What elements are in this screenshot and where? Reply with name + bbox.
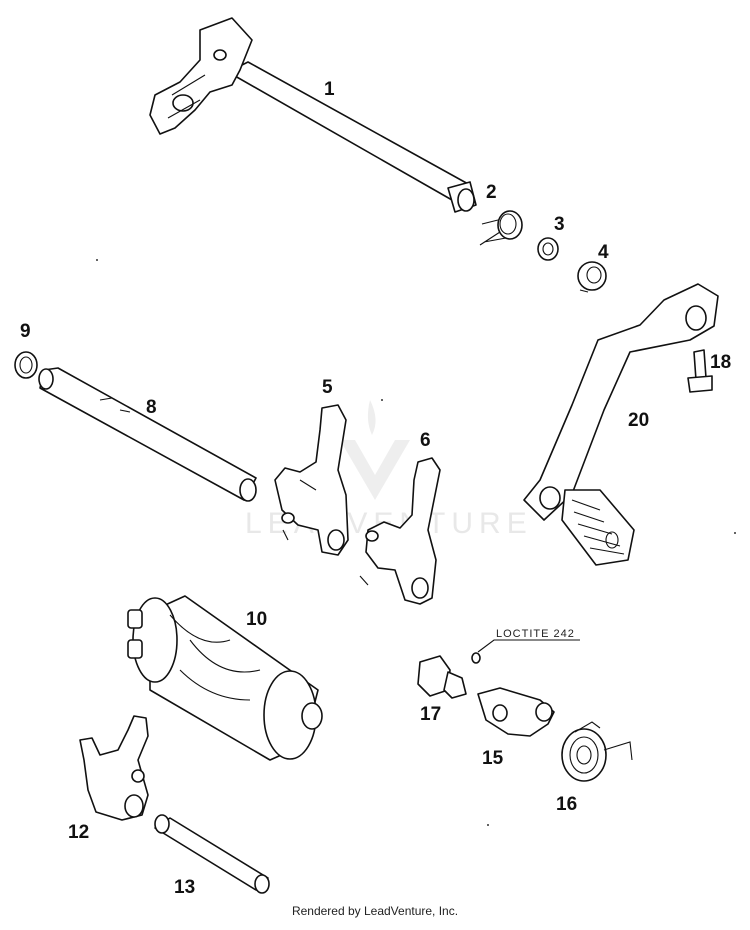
callout-15: 15: [482, 748, 504, 769]
part-20-shift-lever[interactable]: [523, 283, 719, 566]
part-1-shift-shaft[interactable]: [149, 17, 477, 213]
part-8-fork-shaft[interactable]: [38, 367, 257, 502]
part-16-spring[interactable]: [561, 721, 633, 782]
callout-12: 12: [68, 822, 89, 843]
part-2-spring[interactable]: [479, 210, 523, 246]
part-12-shift-fork[interactable]: [79, 715, 149, 821]
footer-credit: Rendered by LeadVenture, Inc.: [291, 904, 459, 918]
part-4-seal[interactable]: [577, 261, 607, 293]
part-15-detent-lever[interactable]: [477, 687, 555, 737]
callout-13: 13: [174, 877, 195, 898]
callout-16: 16: [556, 794, 577, 815]
scan-specks: [96, 259, 736, 826]
callout-8: 8: [146, 397, 157, 418]
part-6-shift-fork[interactable]: [359, 457, 441, 605]
callout-10: 10: [246, 609, 267, 630]
part-10-shift-drum[interactable]: [127, 595, 323, 761]
part-18-bolt[interactable]: [687, 349, 713, 393]
callout-2: 2: [486, 182, 497, 203]
callout-18: 18: [710, 352, 731, 373]
part-3-circlip[interactable]: [537, 237, 559, 261]
callout-5: 5: [322, 377, 333, 398]
loctite-annotation: LOCTITE 242: [496, 628, 575, 640]
callout-1: 1: [324, 79, 335, 100]
part-9-circlip[interactable]: [14, 351, 38, 379]
part-13-pin[interactable]: [154, 814, 270, 894]
callout-20: 20: [628, 410, 649, 431]
callout-9: 9: [20, 321, 31, 342]
part-17-bolt[interactable]: [417, 639, 580, 699]
part-5-shift-fork[interactable]: [274, 404, 349, 556]
callout-4: 4: [598, 242, 609, 263]
callout-3: 3: [554, 214, 565, 235]
callout-17: 17: [420, 704, 441, 725]
callout-6: 6: [420, 430, 431, 451]
